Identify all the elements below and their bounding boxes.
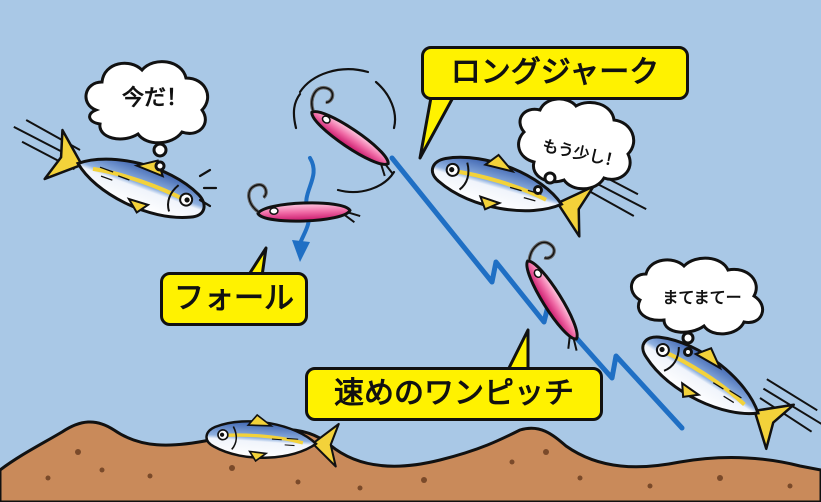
label-long-jerk: ロングジャーク: [421, 46, 689, 100]
bubble-wait-text: まてまてー: [662, 288, 742, 307]
label-fall: フォール: [160, 272, 308, 326]
label-fast-one-pitch: 速めのワンピッチ: [305, 367, 603, 421]
bubble-more-shape: [517, 97, 636, 195]
bubble-now-shape: [84, 60, 209, 172]
motion-arcs: [292, 68, 397, 194]
bubble-now-text: 今だ！: [121, 86, 188, 111]
bubble-wait-shape: [630, 256, 765, 357]
seabed: [0, 420, 821, 502]
retrieve-path: [389, 155, 685, 431]
